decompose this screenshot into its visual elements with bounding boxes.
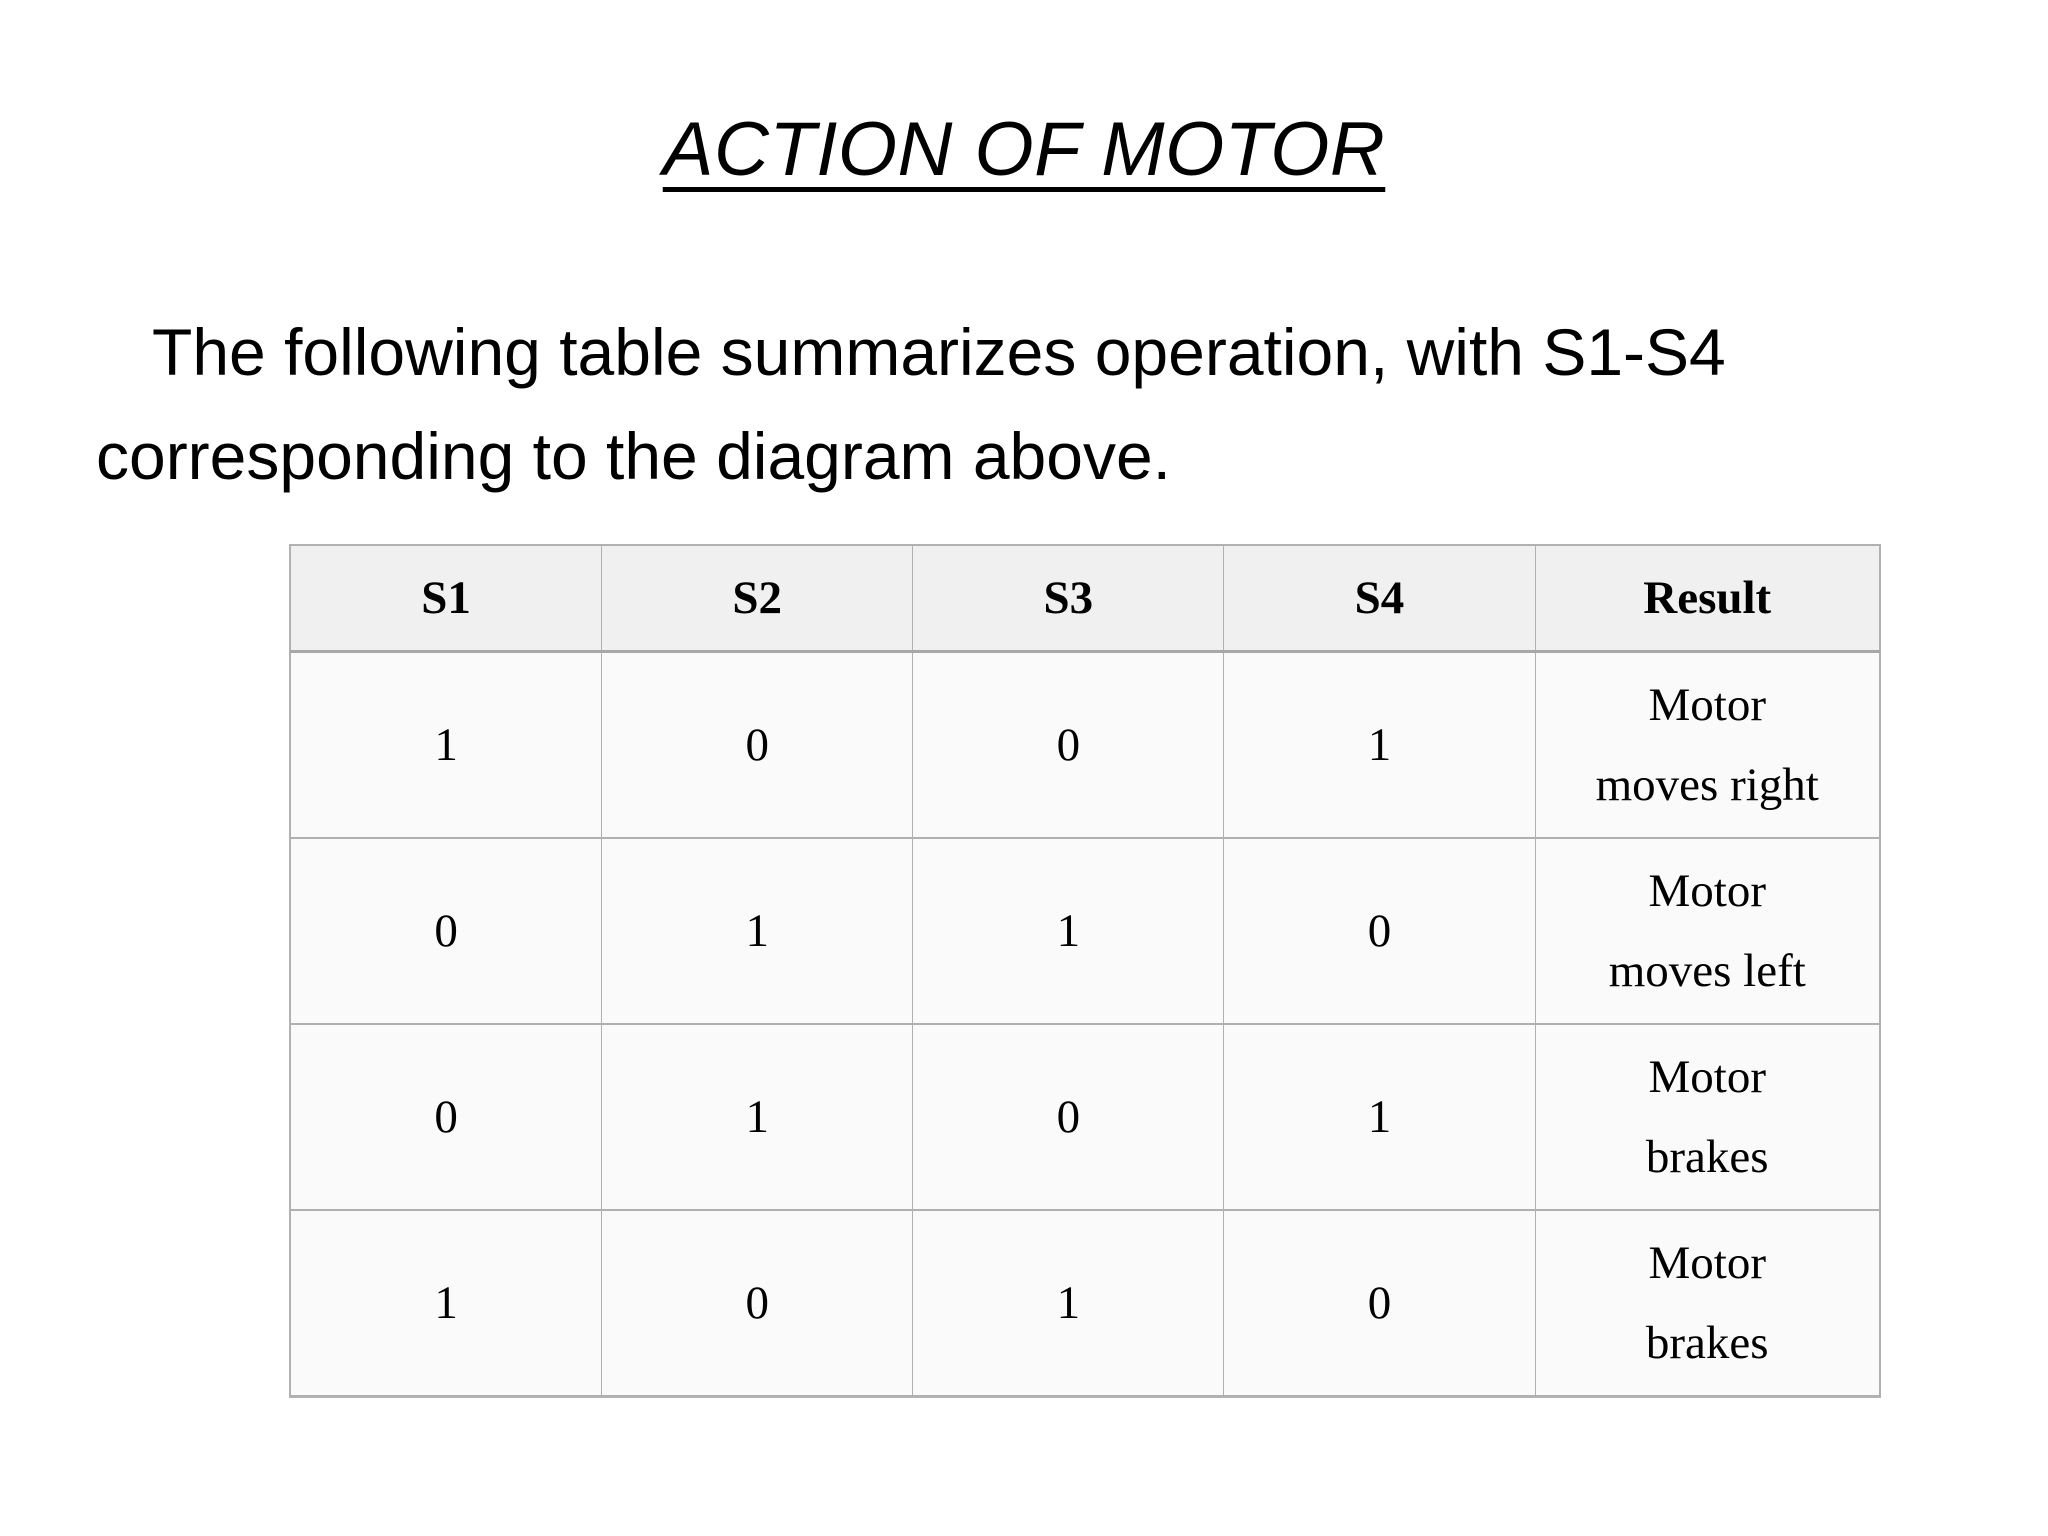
column-header-s1: S1 bbox=[289, 545, 603, 653]
column-header-s4: S4 bbox=[1223, 545, 1536, 653]
cell-s1: 0 bbox=[289, 837, 603, 1025]
column-header-s2: S2 bbox=[601, 545, 914, 653]
cell-s3: 1 bbox=[912, 1209, 1225, 1397]
cell-result-line1: Motor bbox=[1648, 1051, 1767, 1103]
table-body: 1 0 0 1 Motor moves right 0 1 1 0 Motor bbox=[289, 651, 1880, 1397]
cell-s1: 1 bbox=[289, 651, 603, 839]
column-header-s3: S3 bbox=[912, 545, 1225, 653]
cell-result-line1: Motor bbox=[1648, 679, 1767, 731]
cell-result-line1: Motor bbox=[1648, 1237, 1767, 1289]
cell-s3: 1 bbox=[912, 837, 1225, 1025]
cell-s2: 1 bbox=[601, 1023, 914, 1211]
column-header-result: Result bbox=[1534, 545, 1880, 653]
cell-s2: 1 bbox=[601, 837, 914, 1025]
cell-s4: 0 bbox=[1223, 1209, 1536, 1397]
cell-result: Motor moves right bbox=[1534, 651, 1880, 839]
table-header: S1 S2 S3 S4 Result bbox=[289, 545, 1880, 653]
cell-s3: 0 bbox=[912, 651, 1225, 839]
cell-result: Motor moves left bbox=[1534, 837, 1880, 1025]
cell-s4: 1 bbox=[1223, 651, 1536, 839]
page-title-text: ACTION OF MOTOR bbox=[662, 107, 1386, 192]
cell-s1: 0 bbox=[289, 1023, 603, 1211]
motor-truth-table: S1 S2 S3 S4 Result 1 0 0 1 Motor moves r… bbox=[289, 545, 1880, 1397]
table-header-row: S1 S2 S3 S4 Result bbox=[289, 545, 1880, 653]
table-row: 0 1 0 1 Motor brakes bbox=[289, 1023, 1880, 1211]
page-title: ACTION OF MOTOR bbox=[0, 104, 2048, 196]
cell-result-line2: brakes bbox=[1645, 1131, 1769, 1183]
slide-body-text: The following table summarizes operation… bbox=[96, 315, 1726, 493]
cell-s2: 0 bbox=[601, 651, 914, 839]
cell-result-line2: moves right bbox=[1595, 759, 1819, 811]
cell-s3: 0 bbox=[912, 1023, 1225, 1211]
table-row: 0 1 1 0 Motor moves left bbox=[289, 837, 1880, 1025]
table-row: 1 0 0 1 Motor moves right bbox=[289, 651, 1880, 839]
cell-result-line1: Motor bbox=[1648, 865, 1767, 917]
cell-s1: 1 bbox=[289, 1209, 603, 1397]
cell-result-line2: moves left bbox=[1608, 945, 1806, 997]
cell-s4: 1 bbox=[1223, 1023, 1536, 1211]
cell-result: Motor brakes bbox=[1534, 1209, 1880, 1397]
cell-result-line2: brakes bbox=[1645, 1317, 1769, 1369]
table-row: 1 0 1 0 Motor brakes bbox=[289, 1209, 1880, 1397]
cell-s4: 0 bbox=[1223, 837, 1536, 1025]
cell-result: Motor brakes bbox=[1534, 1023, 1880, 1211]
cell-s2: 0 bbox=[601, 1209, 914, 1397]
motor-truth-table-container: S1 S2 S3 S4 Result 1 0 0 1 Motor moves r… bbox=[289, 545, 1880, 1397]
